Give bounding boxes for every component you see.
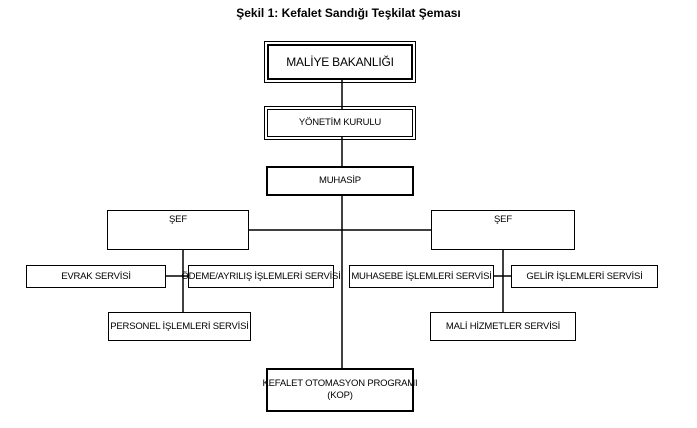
node-label: MALİ HİZMETLER SERVİSİ [445, 320, 561, 332]
node-odeme-ayrilis-servisi: ÖDEME/AYRILIŞ İŞLEMLERİ SERVİSİ [181, 265, 341, 288]
node-label: PERSONEL İŞLEMLERİ SERVİSİ [110, 320, 249, 332]
node-evrak-servisi: EVRAK SERVİSİ [26, 265, 166, 288]
node-label: ŞEF [169, 214, 187, 225]
node-label: YÖNETİM KURULU [298, 117, 382, 129]
node-muhasip: MUHASİP [266, 166, 414, 196]
node-label: ŞEF [494, 214, 512, 225]
node-sef-right: ŞEF [431, 210, 575, 250]
node-personel-servisi: PERSONEL İŞLEMLERİ SERVİSİ [108, 312, 251, 341]
node-label: GELİR İŞLEMLERİ SERVİSİ [526, 270, 643, 282]
node-label: EVRAK SERVİSİ [61, 270, 131, 282]
node-label-line1: KEFALET OTOMASYON PROGRAMI [262, 378, 418, 390]
node-sef-left: ŞEF [107, 210, 249, 250]
figure-title: Şekil 1: Kefalet Sandığı Teşkilat Şeması [236, 6, 461, 20]
node-maliye-bakanligi: MALİYE BAKANLIĞI [264, 41, 416, 83]
node-label: MUHASEBE İŞLEMLERİ SERVİSİ [351, 270, 492, 282]
node-kefalet-otomasyon-programi: KEFALET OTOMASYON PROGRAMI (KOP) [263, 368, 418, 412]
node-label: MALİYE BAKANLIĞI [286, 54, 394, 69]
node-mali-hizmetler-servisi: MALİ HİZMETLER SERVİSİ [430, 312, 576, 341]
node-label: MUHASİP [319, 175, 361, 187]
node-label-line2: (KOP) [327, 390, 353, 401]
node-label: ÖDEME/AYRILIŞ İŞLEMLERİ SERVİSİ [181, 270, 341, 282]
node-yonetim-kurulu: YÖNETİM KURULU [264, 106, 416, 140]
node-gelir-servisi: GELİR İŞLEMLERİ SERVİSİ [511, 265, 658, 288]
node-muhasebe-servisi: MUHASEBE İŞLEMLERİ SERVİSİ [349, 265, 494, 288]
